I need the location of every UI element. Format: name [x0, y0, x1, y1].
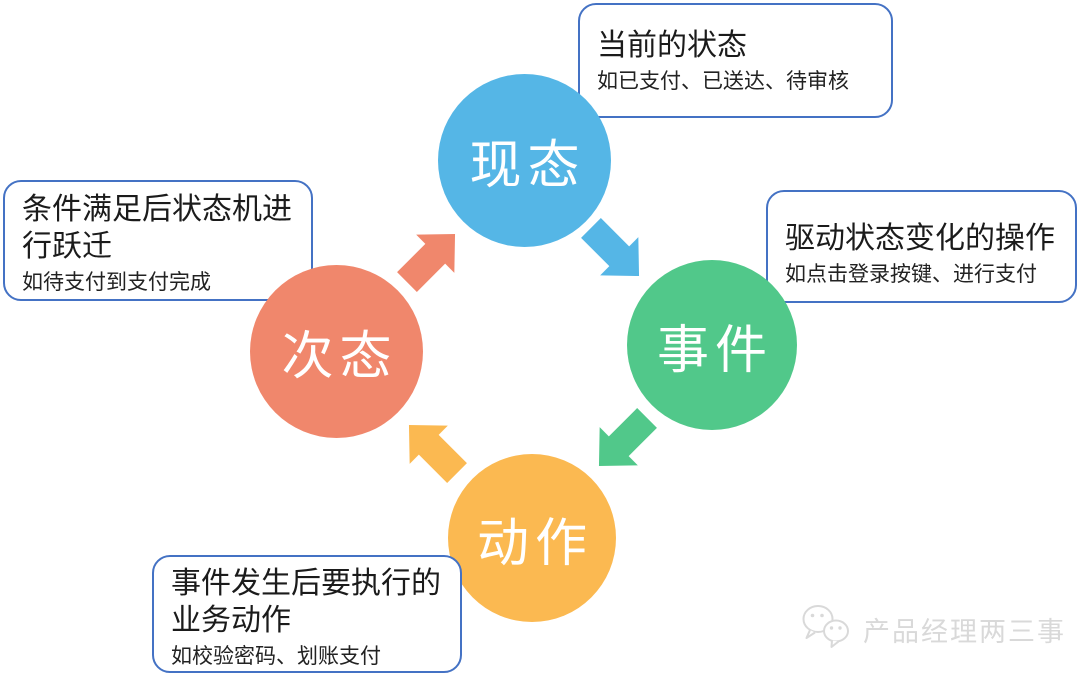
- node-event: 事件: [627, 260, 797, 430]
- callout-action-subtitle: 如校验密码、划账支付: [171, 645, 381, 668]
- callout-event-subtitle: 如点击登录按键、进行支付: [785, 263, 1037, 286]
- callout-action-title: 事件发生后要执行的业务动作: [171, 567, 441, 637]
- watermark: 产品经理两三事: [798, 602, 1066, 657]
- node-event-label: 事件: [656, 321, 773, 380]
- arrow-event-to-action-icon: [564, 383, 683, 502]
- callout-next-subtitle: 如待支付到支付完成: [22, 271, 211, 294]
- arrow-present-to-event-icon: [556, 193, 675, 312]
- callout-present-subtitle: 如已支付、已送达、待审核: [597, 70, 849, 93]
- node-action: 动作: [448, 454, 616, 622]
- node-next-label: 次态: [281, 328, 398, 386]
- node-action-label: 动作: [476, 514, 593, 573]
- node-present-state: 现态: [438, 74, 611, 247]
- watermark-text: 产品经理两三事: [863, 617, 1066, 647]
- arrow-next-to-present-icon: [372, 199, 491, 318]
- callout-action: 事件发生后要执行的业务动作 如校验密码、划账支付: [152, 555, 462, 673]
- callout-event-title: 驱动状态变化的操作: [785, 222, 1055, 255]
- node-present-label: 现态: [469, 137, 586, 195]
- callout-next-title: 条件满足后状态机进行跃迁: [22, 193, 292, 263]
- node-next-state: 次态: [250, 265, 423, 438]
- callout-present-title: 当前的状态: [597, 29, 747, 62]
- arrow-action-to-next-icon: [374, 390, 493, 509]
- callout-present-state: 当前的状态 如已支付、已送达、待审核: [578, 3, 893, 118]
- callout-event: 驱动状态变化的操作 如点击登录按键、进行支付: [766, 190, 1077, 303]
- callout-next-state: 条件满足后状态机进行跃迁 如待支付到支付完成: [3, 180, 313, 301]
- wechat-icon: [798, 602, 856, 657]
